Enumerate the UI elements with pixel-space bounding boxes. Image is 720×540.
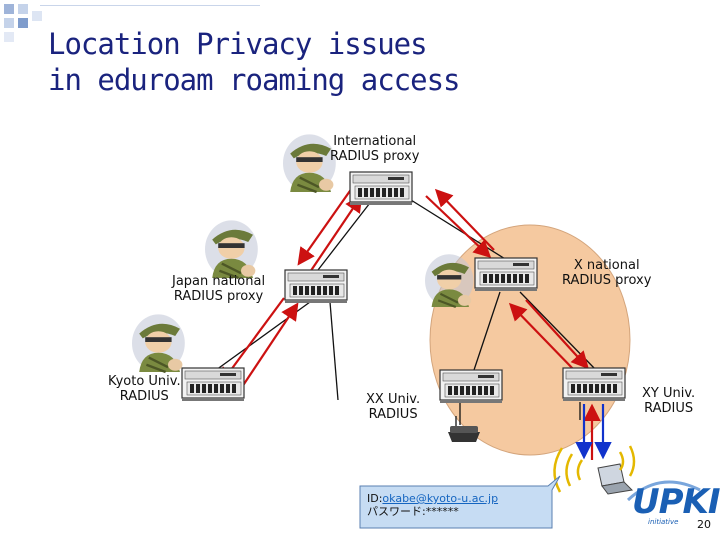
server-japan — [284, 269, 348, 304]
page-number: 20 — [697, 518, 711, 531]
arrow-intl-japan — [297, 187, 353, 266]
upki-logo: UPKI — [632, 482, 720, 522]
label-xy-univ: XY Univ. RADIUS — [642, 386, 695, 416]
label-xx-univ-line2: RADIUS — [368, 407, 418, 422]
credential-id-line: ID:okabe@kyoto-u.ac.jp — [367, 492, 498, 505]
label-xy-univ-line1: XY Univ. — [642, 386, 696, 401]
spy-icon — [130, 313, 187, 374]
id-prefix: ID: — [367, 492, 383, 505]
label-kyoto: Kyoto Univ. RADIUS — [108, 374, 181, 404]
label-x-national-line2: RADIUS proxy — [562, 273, 652, 288]
label-xx-univ-line1: XX Univ. — [366, 392, 421, 407]
server-kyoto — [181, 367, 245, 402]
server-x-national — [474, 257, 538, 292]
label-international-line1: International — [333, 134, 417, 149]
logo-swoosh — [626, 480, 701, 502]
wireless-waves — [553, 445, 636, 493]
label-international: International RADIUS proxy — [330, 134, 419, 164]
laptop-icon — [597, 463, 634, 495]
label-kyoto-line2: RADIUS — [119, 389, 169, 404]
label-kyoto-line1: Kyoto Univ. — [108, 374, 181, 389]
spy-icon — [423, 253, 475, 309]
label-japan-line1: Japan national — [172, 274, 266, 289]
arrow-japan-intl — [307, 194, 363, 276]
arrow-kyoto-japan — [239, 302, 299, 391]
label-x-national-line1: X national — [573, 258, 640, 273]
arrow-intl-x — [425, 195, 492, 259]
id-value-link[interactable]: okabe@kyoto-u.ac.jp — [382, 492, 499, 505]
label-international-line2: RADIUS proxy — [330, 149, 420, 164]
label-xy-univ-line2: RADIUS — [644, 401, 694, 416]
server-xy-univ — [562, 367, 626, 402]
credential-callout: ID:okabe@kyoto-u.ac.jp パスワード:****** — [367, 492, 498, 518]
upki-logo-sub: initiative — [648, 518, 679, 526]
spy-icon — [203, 219, 259, 280]
wireless-ap-icon — [448, 416, 480, 442]
arrow-x-intl — [434, 188, 495, 251]
password-line: パスワード:****** — [367, 505, 459, 518]
title-line-1: Location Privacy issues — [48, 27, 428, 61]
arrow-xy-x — [508, 302, 577, 373]
arrow-x-xy — [525, 299, 589, 370]
spy-icon — [281, 133, 337, 194]
label-japan-line2: RADIUS proxy — [173, 289, 264, 304]
callout-bubble — [359, 475, 561, 529]
title-line-2: in eduroam roaming access — [48, 63, 460, 97]
server-international — [349, 171, 413, 206]
corner-decoration — [4, 4, 260, 42]
server-xx-univ — [439, 369, 503, 404]
label-japan: Japan national RADIUS proxy — [172, 274, 265, 304]
label-xx-univ: XX Univ. RADIUS — [366, 392, 420, 422]
label-x-national: X national RADIUS proxy — [562, 258, 651, 288]
page-title: Location Privacy issues in eduroam roami… — [48, 26, 460, 98]
